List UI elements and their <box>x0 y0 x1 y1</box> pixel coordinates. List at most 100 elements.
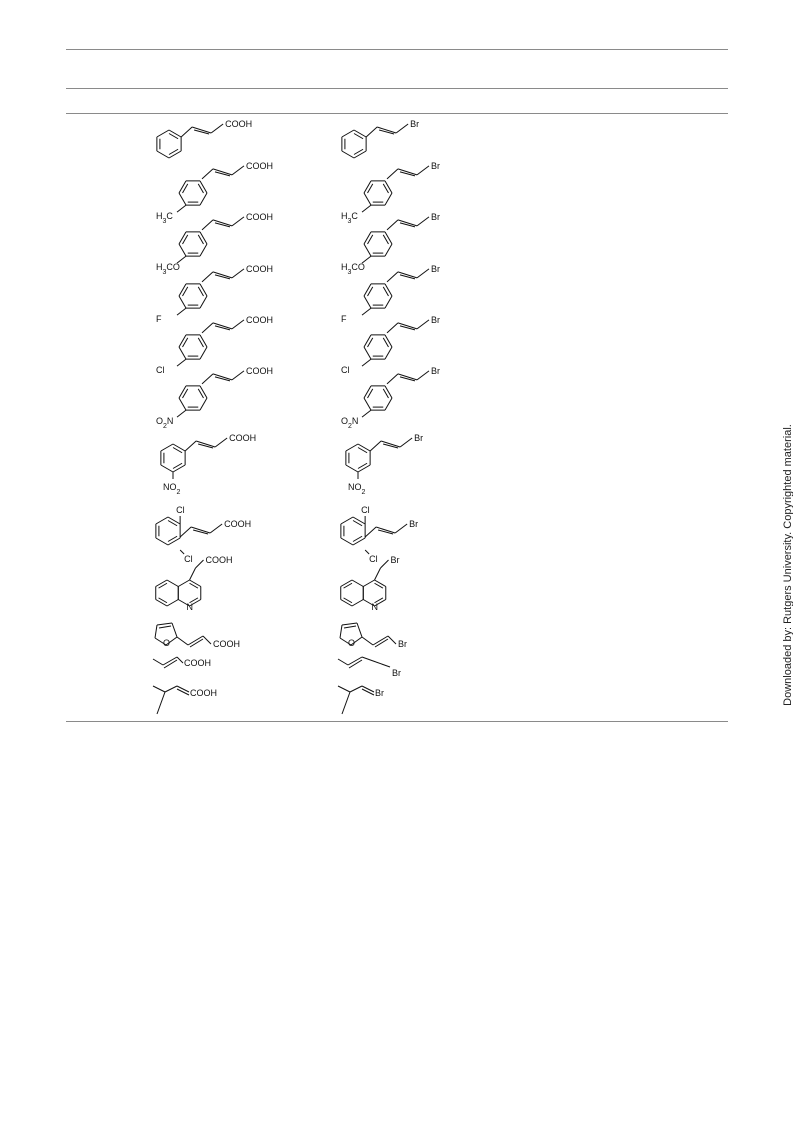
bond <box>386 219 399 231</box>
bond <box>212 322 233 330</box>
chain-end-label: COOH <box>246 161 273 171</box>
bond <box>172 443 186 452</box>
bond <box>397 271 418 279</box>
ring-atom-label: N <box>187 602 194 612</box>
bond <box>365 126 378 138</box>
bond <box>171 622 178 638</box>
bond <box>154 624 158 639</box>
bond <box>382 337 389 348</box>
bond <box>231 216 245 227</box>
chain-end-label: Br <box>409 519 418 529</box>
bond <box>152 685 166 693</box>
bond <box>212 271 233 279</box>
bond <box>178 231 187 245</box>
download-watermark: Downloaded by: Rutgers University. Copyr… <box>782 424 793 706</box>
bond <box>351 579 364 587</box>
bond <box>343 597 353 604</box>
chain-end-label: COOH <box>213 639 240 649</box>
substituent-label: O2N <box>156 416 173 430</box>
table-top-rule <box>66 49 728 50</box>
bond <box>187 635 204 646</box>
bond <box>357 462 368 469</box>
bond <box>199 180 208 194</box>
bond <box>345 464 359 473</box>
bond <box>384 180 393 194</box>
bond <box>209 523 223 534</box>
bond <box>357 464 371 473</box>
bond <box>399 437 413 448</box>
bond <box>367 337 374 348</box>
chain-end-label: COOH <box>229 433 256 443</box>
row-1-bromide: Br <box>341 119 419 159</box>
bond <box>353 150 367 159</box>
bond <box>382 234 389 245</box>
bond <box>201 373 214 385</box>
bond <box>384 231 393 245</box>
table-header-rule <box>66 88 728 89</box>
bond <box>165 636 178 646</box>
bond <box>182 234 189 245</box>
chain-end-label: COOH <box>224 519 251 529</box>
bond <box>152 658 164 666</box>
row-1-acid: COOH <box>156 119 252 159</box>
bond <box>363 385 372 399</box>
bond <box>352 520 363 527</box>
bond <box>179 526 192 538</box>
chain-end-label: COOH <box>246 264 273 274</box>
bond <box>339 624 343 639</box>
bond <box>167 516 181 525</box>
bond <box>341 150 355 159</box>
chain-end-label: COOH <box>184 658 211 668</box>
bond <box>199 243 208 257</box>
bond <box>201 168 214 180</box>
bond <box>374 638 389 648</box>
bond <box>189 597 199 604</box>
bond <box>168 148 179 155</box>
bond <box>180 126 193 138</box>
bond <box>363 192 372 206</box>
bond <box>416 370 430 381</box>
substituent-label: Cl <box>369 554 378 564</box>
bond <box>337 685 351 693</box>
bond <box>416 319 430 330</box>
bond <box>376 126 397 134</box>
bond <box>184 440 197 452</box>
bond <box>350 636 363 646</box>
bond <box>168 150 182 159</box>
bond <box>176 685 190 693</box>
bond <box>395 123 409 134</box>
bond <box>197 286 204 297</box>
bond <box>156 129 170 138</box>
bond <box>340 516 354 525</box>
bond <box>363 599 375 607</box>
bond <box>384 295 393 309</box>
bond <box>182 286 189 297</box>
bond <box>351 599 364 607</box>
bond <box>178 346 187 360</box>
bond <box>374 567 381 581</box>
bond <box>399 274 416 280</box>
bond <box>214 222 231 228</box>
bond <box>361 636 374 646</box>
bond <box>182 183 189 194</box>
bond <box>212 168 233 176</box>
bond <box>416 165 430 176</box>
bond <box>361 358 372 367</box>
bond <box>189 567 196 581</box>
bond <box>384 385 393 399</box>
bond <box>339 637 352 646</box>
substituent-label: H3CO <box>156 262 180 276</box>
bond <box>178 180 187 194</box>
row-11-bromide: Br <box>337 656 401 678</box>
bond <box>178 243 187 257</box>
bond <box>363 231 372 245</box>
bond <box>345 443 359 452</box>
chain-end-label: Br <box>431 264 440 274</box>
